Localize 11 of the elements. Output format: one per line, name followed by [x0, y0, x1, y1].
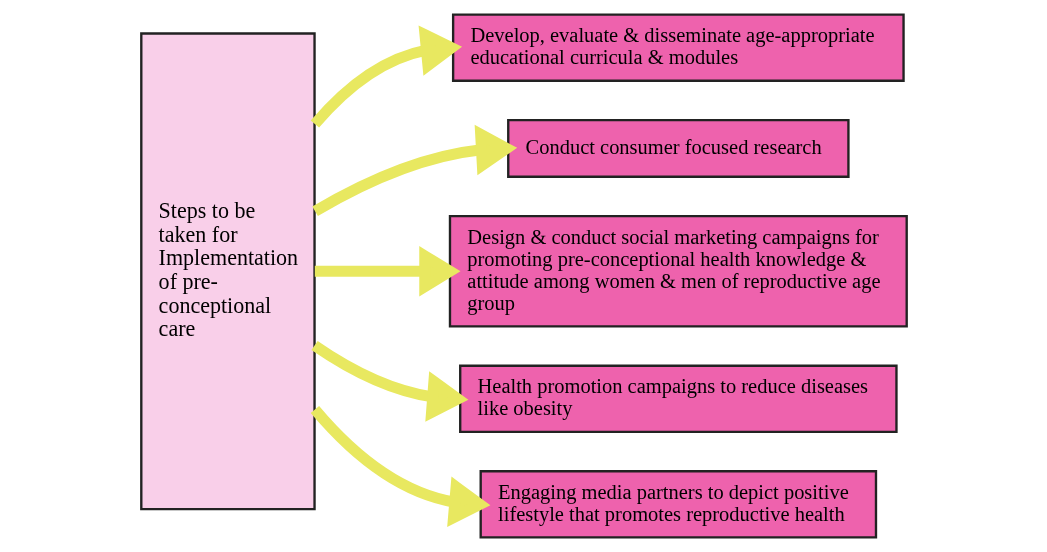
arrow	[310, 25, 462, 128]
node-box: Health promotion campaigns to reduce diseases like obesity	[458, 364, 898, 434]
node-box: Steps to be taken for Implementation of pre-conceptional care	[139, 32, 316, 511]
arrow	[310, 340, 468, 422]
node-box: Develop, evaluate & disseminate age-appropriate educational curricula & modules	[451, 13, 905, 82]
arrow	[314, 246, 461, 297]
arrow	[310, 405, 490, 527]
node-box: Conduct consumer focused research	[506, 118, 850, 178]
arrow	[311, 124, 517, 217]
node-box: Design & conduct social marketing campaigns for promoting pre-conceptional health knowledge & attitude among women & men of reproductive age group	[448, 214, 908, 328]
node-box: Engaging media partners to depict positive lifestyle that promotes reproductive health	[479, 470, 877, 539]
